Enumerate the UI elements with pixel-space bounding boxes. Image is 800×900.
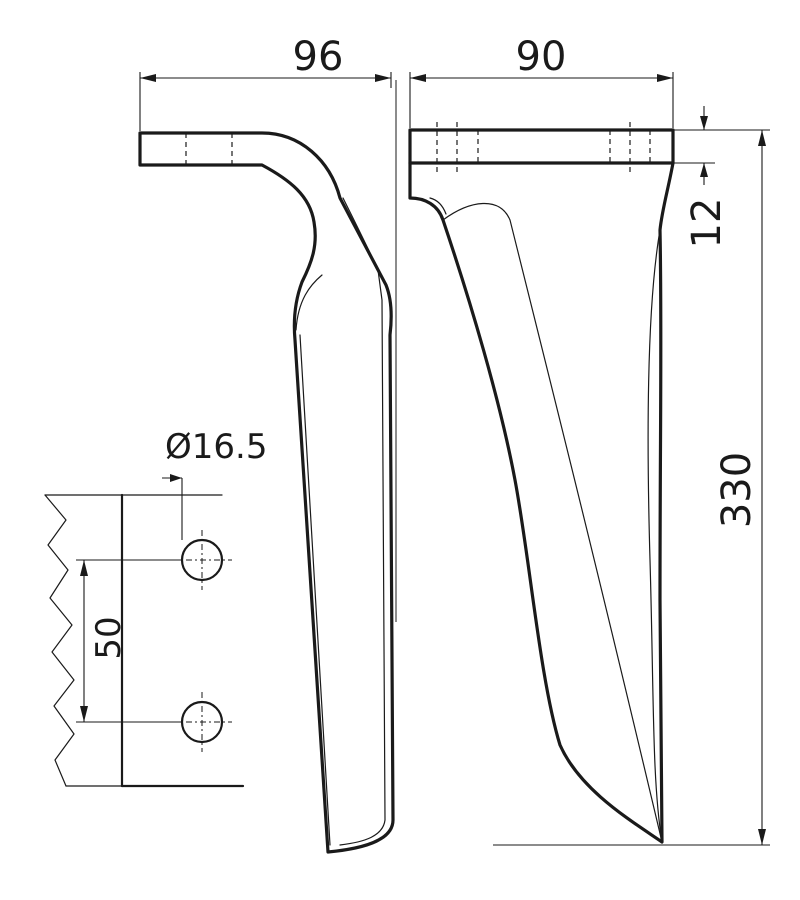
dim-50-arrow-top <box>80 560 88 576</box>
dim-50-label: 50 <box>89 616 129 659</box>
dim-90-arrow-right <box>657 74 673 82</box>
side-view-bend-curve <box>295 274 323 331</box>
dim-90-label: 90 <box>516 34 567 80</box>
front-view-inner-curve-2 <box>647 229 663 843</box>
side-view-bevel-line <box>339 197 386 846</box>
dim-330-arrow-bottom <box>758 829 766 845</box>
dim-12-arrow-bottom <box>700 163 708 177</box>
front-view <box>408 122 770 846</box>
dim-96-arrow-right <box>375 74 391 82</box>
side-view-inner-edge <box>299 334 331 846</box>
dimension-90: 90 <box>409 34 674 128</box>
dimension-330: 330 <box>714 130 766 845</box>
front-view-inner-curve-1 <box>442 202 663 843</box>
dim-50-arrow-bottom <box>80 706 88 722</box>
front-view-blade <box>408 161 675 844</box>
dim-90-arrow-left <box>410 74 426 82</box>
dim-330-arrow-top <box>758 130 766 146</box>
side-view <box>138 80 397 854</box>
dimension-96: 96 <box>139 34 392 131</box>
dim-12-arrow-top <box>700 116 708 130</box>
dim-96-arrow-left <box>140 74 156 82</box>
hole-detail-break-line <box>44 494 75 787</box>
dim-330-label: 330 <box>714 452 760 528</box>
hole-detail: 50 Ø16.5 <box>44 427 267 788</box>
side-view-flange <box>138 131 395 854</box>
dim-96-label: 96 <box>293 34 344 80</box>
dim-dia-arrow <box>170 474 182 482</box>
dimension-12: 12 <box>673 106 770 248</box>
dim-diameter-label: Ø16.5 <box>165 427 267 467</box>
front-view-plate <box>408 128 675 165</box>
front-view-inner-curve-3 <box>429 197 447 215</box>
dim-12-label: 12 <box>684 198 730 249</box>
